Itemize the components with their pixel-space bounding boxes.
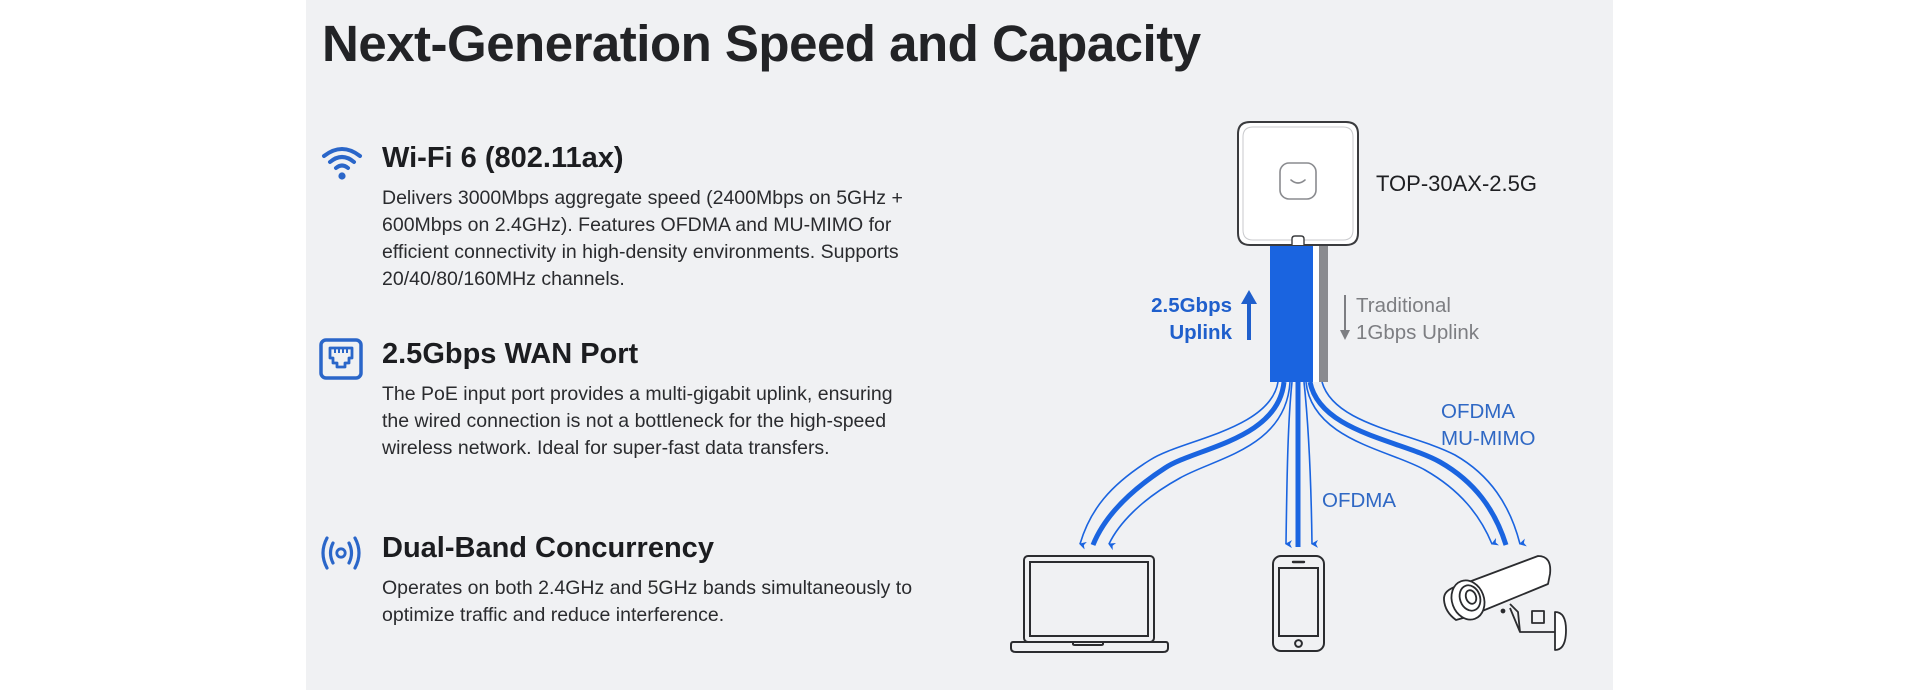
fast-uplink-cable [1270,246,1313,382]
ethernet-port-icon [318,336,366,384]
laptop-icon [1010,555,1169,653]
ofdma-mumimo-label: OFDMA MU-MIMO [1441,398,1536,452]
feature-heading: Dual-Band Concurrency [382,532,714,564]
smartphone-icon [1272,555,1325,652]
security-camera-icon [1443,555,1567,651]
feature-description: Delivers 3000Mbps aggregate speed (2400M… [382,187,903,290]
page-title: Next-Generation Speed and Capacity [322,15,1201,72]
broadcast-icon [318,530,366,578]
traditional-uplink-label-line1: Traditional [1356,294,1451,317]
wifi-icon [318,140,366,188]
uplink-down-arrow [1340,295,1350,340]
feature-description: The PoE input port provides a multi-giga… [382,383,893,459]
access-point-device [1237,121,1359,246]
uplink-up-arrow [1241,290,1257,340]
traditional-uplink-label-line2: 1Gbps Uplink [1356,321,1480,344]
feature-description: Operates on both 2.4GHz and 5GHz bands s… [382,577,913,626]
fast-uplink-label: 2.5Gbps Uplink [1132,292,1232,346]
signal-beam-laptop [1079,381,1291,551]
fast-uplink-label-line2: Uplink [1169,321,1232,344]
feature-heading: 2.5Gbps WAN Port [382,338,639,370]
traditional-uplink-cable [1319,246,1328,382]
fast-uplink-label-line1: 2.5Gbps [1151,294,1232,317]
signal-beam-phone [1285,381,1319,549]
ofdma-mumimo-label-line2: MU-MIMO [1441,427,1536,450]
signal-beam-camera [1305,381,1527,547]
ofdma-mumimo-label-line1: OFDMA [1441,400,1516,423]
content-panel [306,0,1613,690]
feature-heading: Wi-Fi 6 (802.11ax) [382,142,624,174]
traditional-uplink-label: Traditional 1Gbps Uplink [1356,292,1479,346]
device-model-label: TOP-30AX-2.5G [1376,171,1537,196]
ofdma-label: OFDMA [1322,489,1397,512]
